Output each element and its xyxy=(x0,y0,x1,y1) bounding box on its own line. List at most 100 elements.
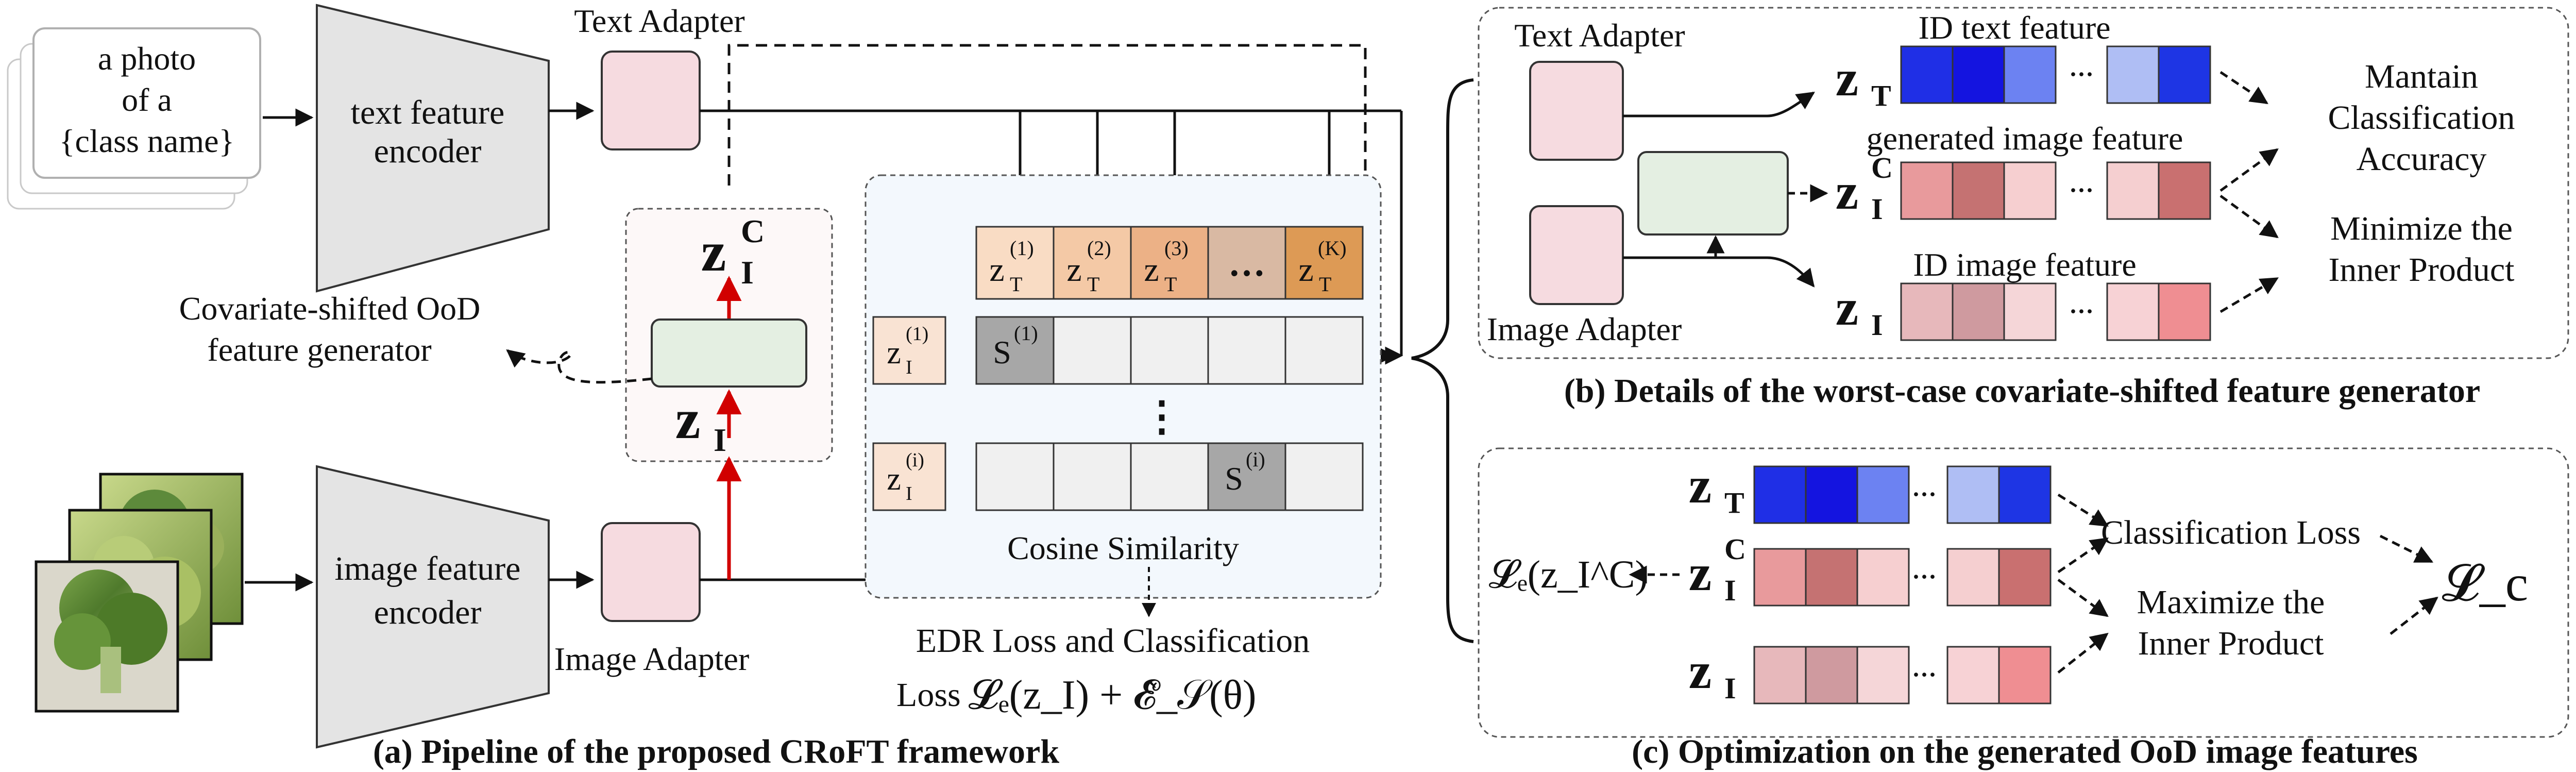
image-feature-encoder: image feature encoder xyxy=(316,465,550,749)
svg-text:(i): (i) xyxy=(906,449,924,471)
lc-label: 𝓛_c xyxy=(2442,555,2528,612)
svg-text:z: z xyxy=(1836,163,1858,220)
svg-text:z: z xyxy=(675,388,701,450)
b-generator-box xyxy=(1637,151,1789,236)
svg-text:I: I xyxy=(1871,192,1883,226)
svg-text:C: C xyxy=(1724,532,1746,566)
image-encoder-line-1: image feature xyxy=(335,550,521,588)
svg-text:C: C xyxy=(741,213,765,249)
svg-text:(1): (1) xyxy=(906,323,928,345)
b-zi-symbol: z I xyxy=(1836,279,1883,342)
prompt-line-1: a photo xyxy=(98,40,196,77)
brace xyxy=(1411,78,1474,643)
zi1-label: z I (1) xyxy=(887,323,928,378)
svg-text:z: z xyxy=(1298,251,1313,289)
prompt-line-3: {class name} xyxy=(59,123,234,159)
b-zic-symbol: z I C xyxy=(1836,151,1893,226)
svg-text:z: z xyxy=(1689,457,1711,514)
caption-c: (c) Optimization on the generated OoD im… xyxy=(1632,733,2418,770)
c-zt-vector: ··· xyxy=(1753,465,2052,524)
svg-text:T: T xyxy=(1010,273,1022,296)
si-label: S xyxy=(1225,460,1243,497)
zt-cell-k: z T (K) xyxy=(1298,237,1346,296)
zt-cell-1: z T (1) xyxy=(989,237,1033,296)
loss-line-1: EDR Loss and Classification xyxy=(916,622,1310,660)
c-zic-vector: ··· xyxy=(1753,548,2052,607)
b-text-adapter-label: Text Adapter xyxy=(1514,17,1685,54)
classification-loss-label: Classification Loss xyxy=(2101,514,2361,551)
svg-text:(3): (3) xyxy=(1164,237,1189,260)
maintain-line-2: Classification xyxy=(2328,99,2515,137)
b-zt-ellipsis: ··· xyxy=(2069,61,2094,88)
b-zt-symbol: z T xyxy=(1836,49,1891,112)
generator-box xyxy=(651,318,807,388)
zii-label: z I (i) xyxy=(887,449,924,505)
broccoli-image-stack xyxy=(35,473,244,713)
maximize-line-1: Maximize the xyxy=(2137,583,2325,621)
loss-line-2-prefix: Loss xyxy=(896,676,961,714)
svg-text:z: z xyxy=(701,220,726,283)
b-text-adapter-box xyxy=(1529,61,1624,161)
svg-text:z: z xyxy=(1066,251,1081,289)
c-zt-ellipsis: ··· xyxy=(1912,481,1937,508)
svg-text:T: T xyxy=(1871,79,1891,112)
b-image-adapter-box xyxy=(1529,205,1624,305)
similarity-row-i: S (i) xyxy=(975,442,1364,511)
svg-text:T: T xyxy=(1164,273,1177,296)
panel-c: z T ··· 𝓛ₑ(z_I^C) z I C ··· xyxy=(1478,447,2569,770)
s1-label: S xyxy=(993,334,1011,371)
c-zic-symbol: z I C xyxy=(1689,532,1746,607)
text-encoder-line-1: text feature xyxy=(351,94,505,131)
c-zic-ellipsis: ··· xyxy=(1912,563,1937,591)
caption-b: (b) Details of the worst-case covariate-… xyxy=(1564,372,2480,410)
svg-text:C: C xyxy=(1871,151,1893,184)
svg-text:I: I xyxy=(714,422,726,458)
zi-symbol: z I xyxy=(675,388,726,458)
cosine-similarity-label: Cosine Similarity xyxy=(1007,530,1239,566)
svg-text:I: I xyxy=(906,483,912,505)
svg-text:I: I xyxy=(1724,574,1736,607)
c-zi-vector: ··· xyxy=(1753,646,2052,704)
minimize-line-1: Minimize the xyxy=(2330,210,2513,247)
svg-text:T: T xyxy=(1319,273,1331,296)
caption-a: (a) Pipeline of the proposed CRoFT frame… xyxy=(373,733,1059,770)
svg-text:z: z xyxy=(1836,49,1858,107)
b-zt-vector: ··· xyxy=(1900,45,2211,104)
maintain-line-1: Mantain xyxy=(2365,58,2478,95)
maintain-line-3: Accuracy xyxy=(2357,140,2487,178)
prompt-stack: a photo of a {class name} xyxy=(7,27,261,210)
svg-text:z: z xyxy=(989,251,1004,289)
zic-symbol: z I C xyxy=(701,213,765,291)
b-zi-vector: ··· xyxy=(1900,282,2211,341)
svg-text:I: I xyxy=(1724,672,1736,705)
zt-cell-2: z T (2) xyxy=(1066,237,1111,296)
svg-text:…: … xyxy=(1228,243,1265,284)
prompt-line-2: of a xyxy=(122,81,172,118)
zt-header-row: z T (1) z T (2) z T (3) … z T (K) xyxy=(975,226,1364,300)
text-feature-encoder: text feature encoder xyxy=(316,4,550,293)
svg-text:(2): (2) xyxy=(1087,237,1111,260)
minimize-line-2: Inner Product xyxy=(2328,251,2514,289)
svg-text:I: I xyxy=(1871,308,1883,342)
svg-text:z: z xyxy=(1836,279,1858,336)
generated-image-feature-label: generated image feature xyxy=(1867,120,2183,157)
svg-text:T: T xyxy=(1087,273,1099,296)
generator-label-line-2: feature generator xyxy=(207,331,431,368)
vdots: ⋮ xyxy=(1141,394,1182,440)
b-zic-ellipsis: ··· xyxy=(2069,177,2094,204)
si-sup: (i) xyxy=(1246,448,1265,471)
svg-text:z: z xyxy=(1689,544,1711,601)
zii-box xyxy=(872,442,946,511)
image-encoder-line-2: encoder xyxy=(374,594,482,631)
le-label: 𝓛ₑ(z_I^C) xyxy=(1489,553,1648,596)
b-zic-vector: ··· xyxy=(1900,161,2211,220)
svg-text:T: T xyxy=(1724,486,1744,519)
text-adapter-box xyxy=(601,51,701,150)
svg-text:I: I xyxy=(906,357,912,378)
svg-text:(1): (1) xyxy=(1010,237,1034,260)
zt-cell-3: z T (3) xyxy=(1144,237,1188,296)
b-image-adapter-label: Image Adapter xyxy=(1487,311,1682,347)
panel-b: Text Adapter Image Adapter ID text featu… xyxy=(1478,7,2569,410)
text-adapter-label: Text Adapter xyxy=(574,3,744,39)
